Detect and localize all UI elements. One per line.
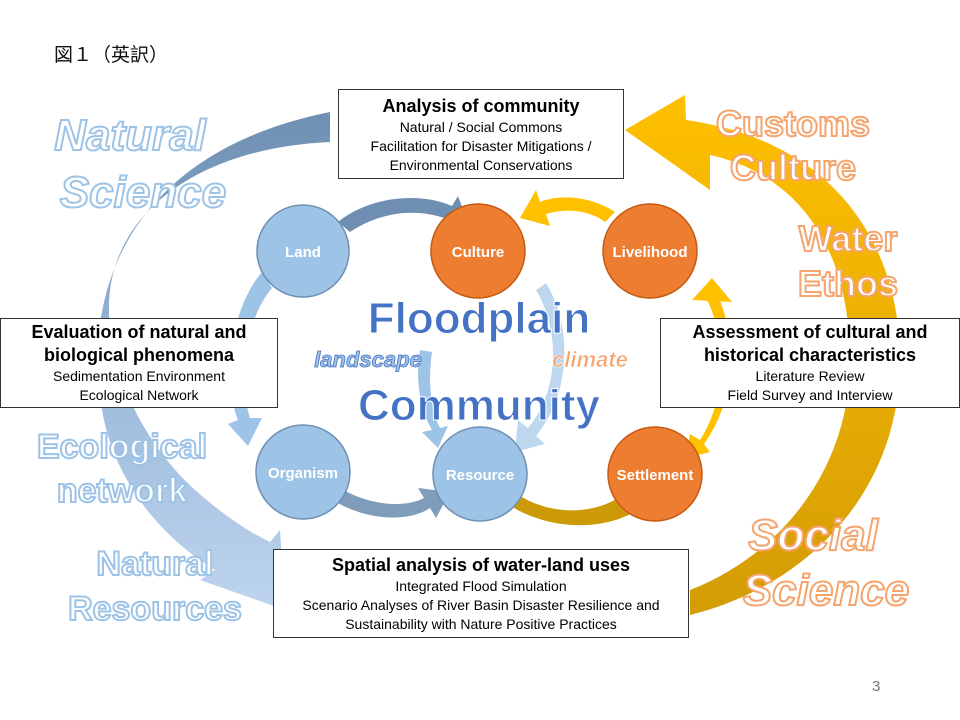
node-livelihood [602, 203, 698, 299]
node-land-label: Land [285, 244, 321, 261]
box-cultural-line-1: Literature Review [755, 368, 865, 384]
box-natural-line-1: Sedimentation Environment [53, 368, 225, 384]
node-settlement [607, 426, 703, 522]
label-natural-science-1: Natural [54, 111, 206, 160]
box-spatial-line-3: Sustainability with Nature Positive Prac… [345, 616, 617, 632]
center-floodplain: Floodplain [368, 294, 590, 343]
node-culture [430, 203, 526, 299]
node-resource-label: Resource [446, 467, 514, 484]
box-community-title: Analysis of community [382, 96, 580, 116]
center-climate: climate [552, 347, 628, 372]
node-resource [432, 426, 528, 522]
page-number: 3 [872, 678, 881, 695]
box-cultural-line-2: Field Survey and Interview [727, 387, 893, 403]
inner-gold-arc-bottom [514, 486, 650, 526]
label-resources: Resources [68, 590, 242, 628]
box-cultural-title-1: Assessment of cultural and [692, 322, 928, 342]
center-landscape: landscape [314, 347, 422, 372]
node-settlement-label: Settlement [617, 467, 694, 484]
figure-label: 図１（英訳） [54, 45, 169, 66]
node-livelihood-label: Livelihood [613, 244, 688, 261]
inner-blue-arc-center [515, 283, 565, 452]
box-spatial-analysis: Spatial analysis of water-land uses Inte… [273, 549, 689, 638]
center-community: Community [358, 381, 601, 430]
box-natural-title-2: biological phenomena [43, 345, 235, 365]
node-organism-label: Organism [268, 465, 338, 482]
box-natural-title-1: Evaluation of natural and [31, 322, 247, 342]
inner-blue-arc-top [338, 196, 470, 232]
label-culture: Culture [730, 147, 856, 188]
box-spatial-title: Spatial analysis of water-land uses [331, 555, 631, 575]
node-land [256, 204, 350, 298]
node-culture-label: Culture [452, 244, 505, 261]
box-spatial-line-2: Scenario Analyses of River Basin Disaste… [302, 597, 660, 613]
node-organism [255, 424, 351, 520]
label-network: network [57, 472, 187, 510]
label-water: Water [799, 218, 898, 259]
label-social: Social [748, 511, 878, 560]
box-community-line-3: Environmental Conservations [389, 157, 573, 173]
inner-blue-arc-bottom [330, 488, 450, 518]
box-community-analysis: Analysis of community Natural / Social C… [338, 89, 624, 179]
box-community-line-2: Facilitation for Disaster Mitigations / [370, 138, 592, 154]
box-spatial-line-1: Integrated Flood Simulation [395, 578, 567, 594]
box-community-line-1: Natural / Social Commons [399, 119, 563, 135]
box-natural-line-2: Ecological Network [79, 387, 199, 403]
outer-gold-arrow [625, 95, 900, 615]
label-natural: Natural [96, 545, 213, 583]
label-natural-science-2: Science [60, 168, 226, 217]
inner-blue-arc-center-left [418, 350, 448, 448]
label-ecological: Ecological [37, 428, 207, 466]
box-cultural-assessment: Assessment of cultural and historical ch… [660, 318, 960, 408]
box-cultural-title-2: historical characteristics [703, 345, 917, 365]
label-science: Science [743, 566, 909, 615]
label-ethos: Ethos [798, 263, 898, 304]
outer-blue-arrow [97, 112, 330, 610]
inner-gold-arc-top [520, 190, 615, 226]
label-customs: Customs [716, 103, 870, 144]
inner-gold-arrowhead-right [692, 278, 732, 302]
box-natural-evaluation: Evaluation of natural and biological phe… [0, 318, 278, 408]
